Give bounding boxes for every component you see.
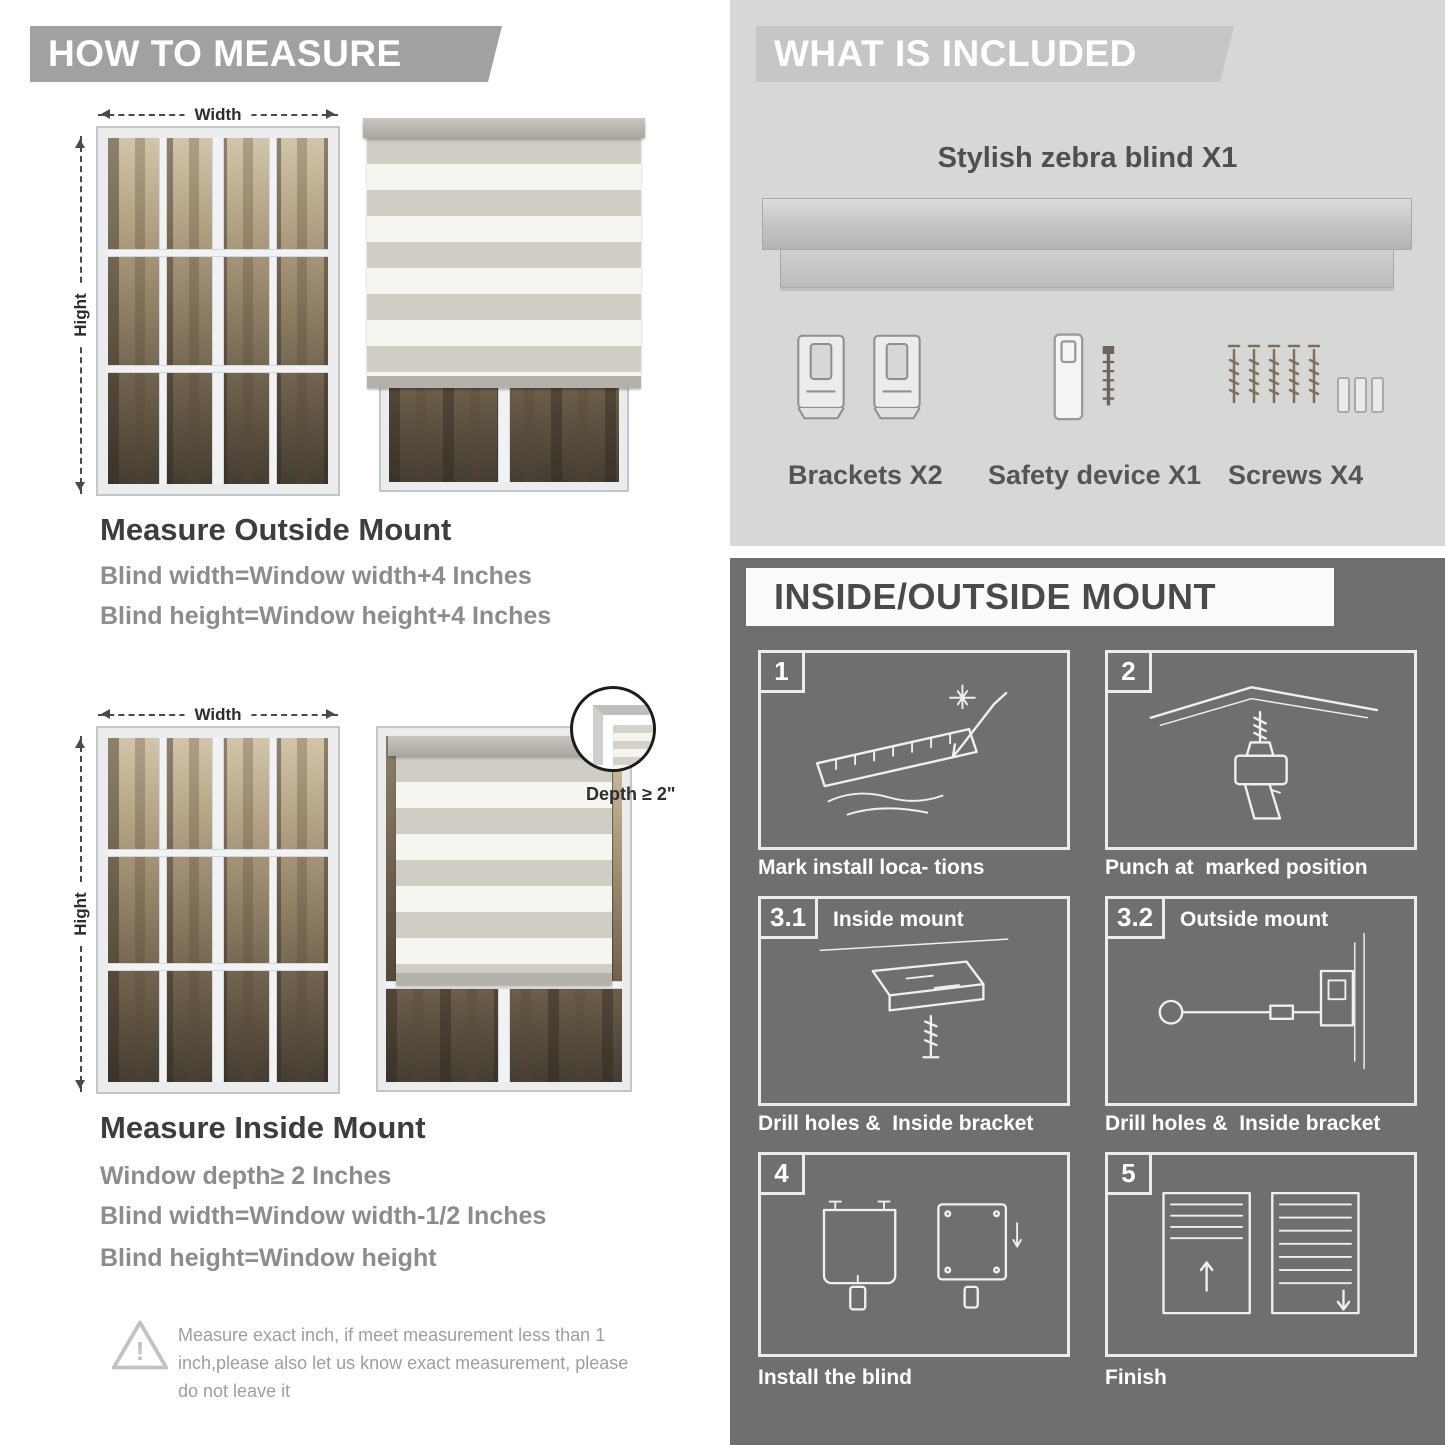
width-arrow: Width: [98, 105, 338, 125]
headrail-valance: [780, 250, 1394, 288]
blind-corner-detail: [613, 725, 653, 769]
inside-bracket-illustration: [819, 938, 1009, 1059]
warning-icon: !: [111, 1320, 169, 1370]
drill-illustration: [1149, 686, 1379, 820]
outside-mount-figure: Width Hight: [69, 100, 658, 502]
step-panel-2: 2: [1105, 650, 1417, 850]
height-arrow: Hight: [69, 736, 93, 1092]
window-mullion: [213, 138, 223, 484]
window-mullion: [270, 138, 276, 484]
outside-mount-rule: Blind height=Window height+4 Inches: [100, 602, 552, 630]
step-panel-1: 1: [758, 650, 1070, 850]
outside-mount-rule: Blind width=Window width+4 Inches: [100, 562, 532, 590]
height-arrow: Hight: [69, 136, 93, 494]
install-blind-illustration: [822, 1200, 1022, 1311]
zebra-blind-illustration: [363, 118, 645, 490]
svg-text:!: !: [136, 1336, 145, 1366]
step-title: Inside mount: [833, 908, 964, 931]
screws-icon: [1227, 344, 1384, 413]
finish-illustration: [1162, 1191, 1360, 1314]
measurement-note: Measure exact inch, if meet measurement …: [178, 1325, 629, 1401]
bracket-icon: [873, 334, 921, 420]
step-caption: Drill holes & Inside bracket: [1105, 1112, 1381, 1135]
step-number: 3.2: [1108, 899, 1166, 939]
zebra-shade: [367, 138, 641, 377]
window-illustration: [98, 128, 338, 494]
window-mullion: [160, 738, 166, 1082]
safety-device-icon: [1053, 333, 1115, 421]
mount-title: INSIDE/OUTSIDE MOUNT: [774, 576, 1217, 617]
height-label: Hight: [69, 283, 93, 347]
outside-mount-title: Measure Outside Mount: [100, 512, 452, 547]
depth-label: Depth ≥ 2": [586, 784, 676, 804]
window-mullion: [108, 849, 328, 856]
width-label: Width: [184, 705, 252, 725]
zebra-shade: [396, 756, 612, 974]
mount-header: INSIDE/OUTSIDE MOUNT: [746, 568, 1334, 626]
how-to-measure-header: HOW TO MEASURE: [30, 26, 502, 82]
outside-bracket-illustration: [1158, 932, 1365, 1070]
step-caption: Finish: [1105, 1366, 1167, 1389]
window-mullion: [108, 365, 328, 372]
step-caption: Mark install loca- tions: [758, 856, 985, 879]
bracket-icon: [797, 334, 845, 420]
step-number: 1: [761, 653, 805, 693]
step-title: Outside mount: [1180, 908, 1329, 931]
step-panel-5: 5: [1105, 1152, 1417, 1357]
mount-instructions-panel: INSIDE/OUTSIDE MOUNT 1 Mark install loca…: [730, 558, 1445, 1445]
step-number: 4: [761, 1155, 805, 1195]
zebra-blind-illustration: [378, 728, 630, 1090]
step-number: 3.1: [761, 899, 819, 939]
how-to-measure-title: HOW TO MEASURE: [48, 33, 402, 74]
step-panel-4: 4: [758, 1152, 1070, 1357]
window-mullion: [108, 250, 328, 257]
what-is-included-panel: WHAT IS INCLUDED Stylish zebra blind X1: [730, 0, 1445, 546]
step-panel-3-1: 3.1 Inside mount: [758, 896, 1070, 1106]
depth-detail-callout: [570, 686, 656, 772]
step-number: 5: [1108, 1155, 1152, 1195]
zebra-blind-product-illustration: [762, 198, 1412, 288]
height-label: Hight: [69, 882, 93, 946]
inside-mount-title: Measure Inside Mount: [100, 1110, 426, 1145]
inside-mount-figure: Width Hight: [69, 696, 658, 1098]
inside-mount-rule: Blind height=Window height: [100, 1244, 437, 1272]
window-mullion: [108, 964, 328, 971]
what-is-included-title: WHAT IS INCLUDED: [774, 33, 1137, 74]
width-arrow: Width: [98, 705, 338, 725]
headrail-top: [762, 198, 1412, 250]
step-caption: Punch at marked position: [1105, 856, 1368, 879]
step-panel-3-2: 3.2 Outside mount: [1105, 896, 1417, 1106]
blind-cassette: [388, 736, 620, 756]
product-label: Stylish zebra blind X1: [937, 142, 1238, 174]
blind-bottom-rail: [396, 973, 612, 986]
screws-label: Screws X4: [1228, 460, 1364, 490]
window-mullion: [270, 738, 276, 1082]
brackets-label: Brackets X2: [788, 460, 943, 490]
mark-location-illustration: [815, 684, 1008, 816]
inside-mount-rule: Window depth≥ 2 Inches: [100, 1162, 392, 1190]
blind-cassette: [363, 118, 645, 138]
inside-mount-rule: Blind width=Window width-1/2 Inches: [100, 1202, 547, 1230]
step-caption: Drill holes & Inside bracket: [758, 1112, 1034, 1135]
window-mullion: [160, 138, 166, 484]
step-caption: Install the blind: [758, 1366, 913, 1389]
step-number: 2: [1108, 653, 1152, 693]
width-label: Width: [184, 105, 252, 125]
safety-device-label: Safety device X1: [988, 460, 1202, 490]
what-is-included-header: WHAT IS INCLUDED: [756, 26, 1234, 82]
window-mullion: [213, 738, 223, 1082]
blind-bottom-rail: [367, 376, 641, 389]
window-illustration: [98, 728, 338, 1092]
